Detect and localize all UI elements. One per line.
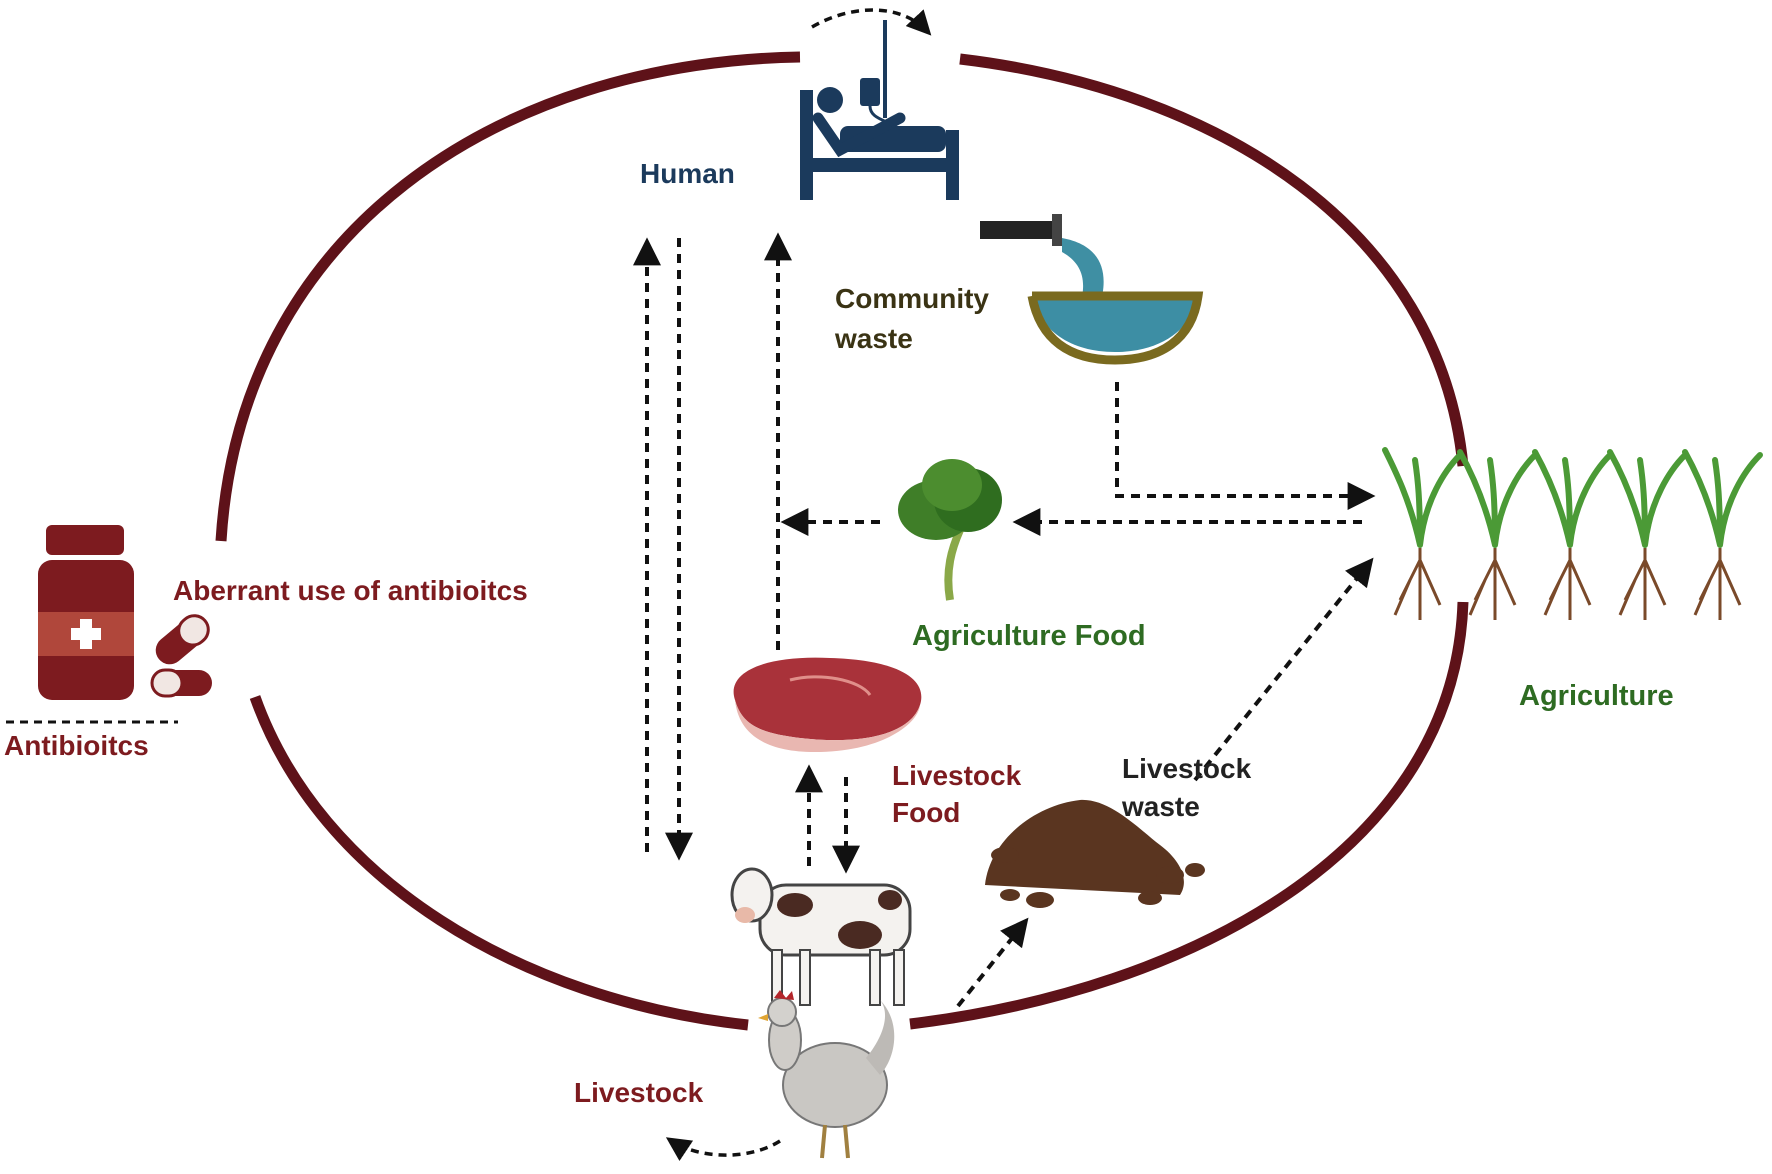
cycle-ring	[215, 51, 1469, 1031]
label-livestock-food-line2: Food	[892, 797, 960, 828]
medicine-bottle-pills-icon	[6, 525, 212, 724]
curved-arrows	[665, 8, 932, 1162]
top-curved-arrow	[811, 8, 932, 36]
labels: Human Community waste Aberrant use of an…	[4, 158, 1674, 1108]
cow-icon	[730, 867, 912, 1006]
arrow-livestock-to-waste	[956, 917, 1029, 1008]
rooted-grass-plants-icon	[1382, 447, 1763, 620]
drain-pipe-water-basin-icon	[980, 214, 1204, 365]
label-livestock-waste-line2: waste	[1121, 791, 1200, 822]
flow-arrows	[633, 232, 1376, 1008]
arrow-waste-to-agriculture	[1193, 557, 1374, 782]
ring-arc-top-left	[215, 51, 801, 542]
label-community-waste-line1: Community	[835, 283, 989, 314]
raw-meat-steak-icon	[733, 657, 922, 752]
chicken-icon	[758, 990, 895, 1159]
label-livestock-food-line1: Livestock	[892, 760, 1022, 791]
ring-arc-bottom-right	[909, 601, 1469, 1030]
ring-arc-top-right	[959, 53, 1469, 467]
label-aberrant-use: Aberrant use of antibioitcs	[173, 575, 528, 606]
label-community-waste-line2: waste	[834, 323, 913, 354]
arrow-community-waste-to-agriculture	[1115, 382, 1376, 510]
label-livestock-waste-line1: Livestock	[1122, 753, 1252, 784]
manure-pile-icon	[985, 799, 1205, 908]
label-agriculture-food: Agriculture Food	[912, 620, 1146, 652]
spinach-leaf-icon	[898, 459, 1002, 601]
label-human: Human	[640, 158, 735, 189]
label-agriculture: Agriculture	[1519, 680, 1674, 712]
label-antibiotics: Antibioitcs	[4, 730, 149, 761]
ring-arc-bottom-left	[249, 695, 749, 1031]
label-livestock: Livestock	[574, 1077, 704, 1108]
cow-and-chicken-icon	[730, 867, 912, 1159]
bottom-curved-arrow	[665, 1137, 781, 1162]
hospital-bed-patient-icon	[800, 20, 959, 200]
